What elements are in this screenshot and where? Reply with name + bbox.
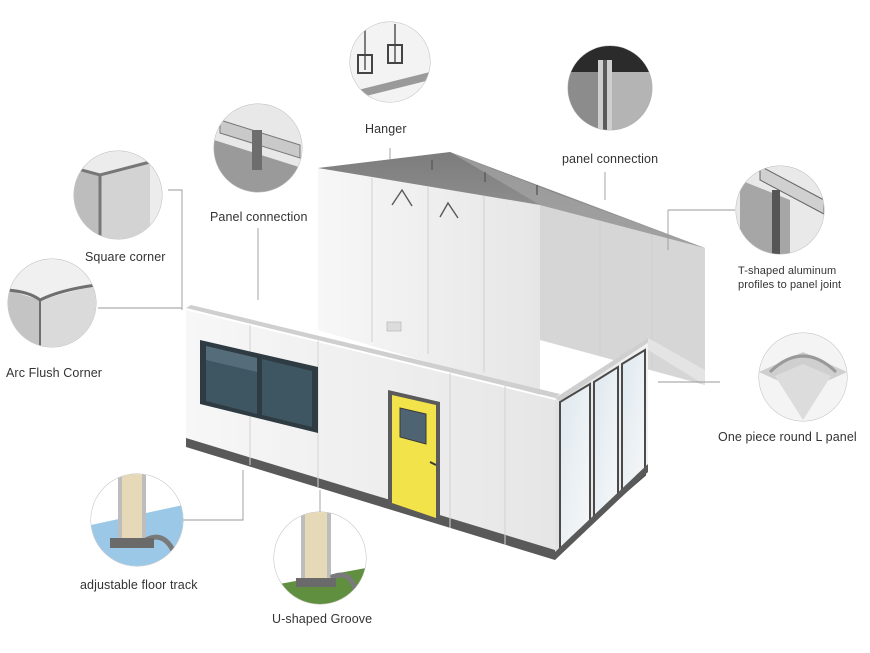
square-corner-label: Square corner (85, 250, 166, 264)
t-shaped-profile-callout (735, 165, 825, 255)
panel-connection-icon (214, 104, 302, 192)
panel-connection-left-callout (213, 103, 303, 193)
rear-block-side-wall (540, 205, 705, 385)
leader-lines (98, 148, 735, 521)
hanger-label: Hanger (365, 122, 407, 136)
glass-panels (559, 348, 646, 553)
floor-track-callout (90, 473, 184, 567)
floor-track-label: adjustable floor track (80, 578, 198, 592)
inner-right-wall (648, 338, 705, 385)
panel-connection-top-label: panel connection (562, 152, 659, 166)
panel-connection-icon (568, 46, 652, 130)
u-groove-icon (274, 512, 366, 604)
cleanroom-building (186, 152, 705, 560)
yellow-door (388, 390, 440, 524)
square-corner-icon (74, 151, 162, 239)
u-groove-label: U-shaped Groove (272, 612, 373, 626)
t-profile-icon (736, 166, 824, 254)
arc-corner-icon (8, 259, 96, 347)
wall-vent (386, 321, 402, 332)
square-corner-callout (73, 150, 163, 240)
hanger-icon (350, 22, 430, 102)
roof-panel (318, 152, 705, 248)
front-wall-base (186, 438, 555, 560)
panel-connection-left-label: Panel connection (210, 210, 308, 224)
arc-flush-corner-label: Arc Flush Corner (6, 366, 103, 380)
t-shaped-label-line1: T-shaped aluminum (738, 265, 837, 277)
front-wall-top (186, 305, 560, 398)
double-window (200, 340, 318, 433)
u-groove-callout (273, 511, 367, 605)
roof-hangers (391, 160, 538, 219)
hanger-detail-callout (349, 21, 431, 103)
round-l-panel-callout (758, 332, 848, 422)
round-l-panel-label: One piece round L panel (718, 430, 857, 444)
panel-connection-top-callout (567, 45, 653, 131)
arc-flush-corner-callout (7, 258, 97, 348)
round-l-panel-icon (759, 333, 847, 421)
t-shaped-label-line2: profiles to panel joint (738, 279, 842, 291)
t-shaped-label: T-shaped aluminum profiles to panel join… (738, 264, 868, 292)
floor-track-icon (91, 474, 183, 566)
